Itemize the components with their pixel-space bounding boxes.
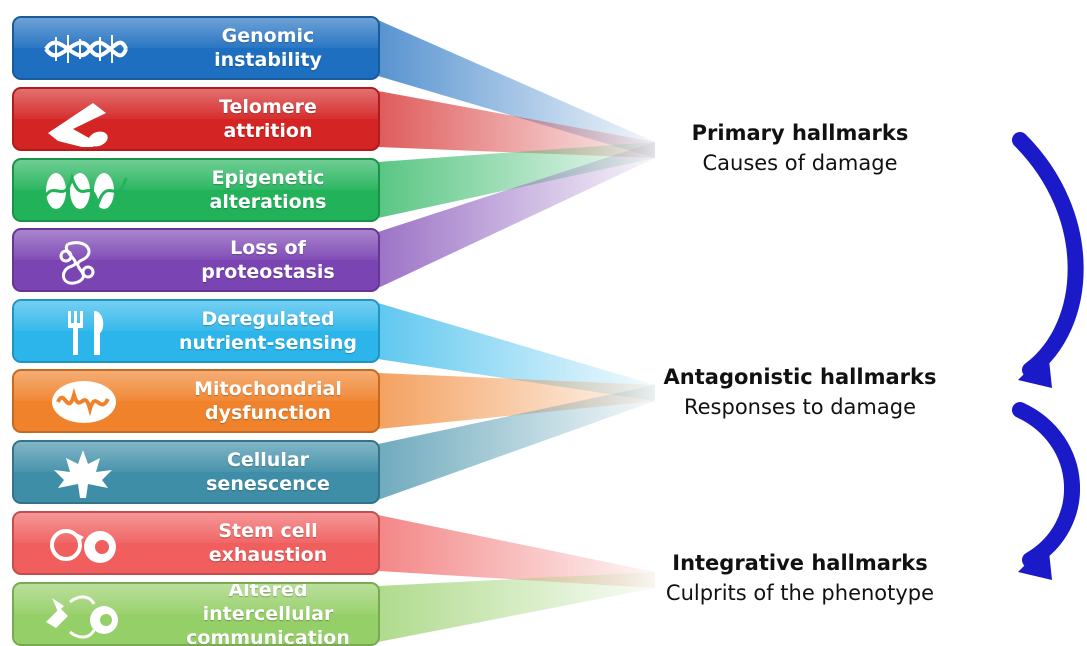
hallmark-label: Loss of proteostasis bbox=[201, 237, 335, 283]
hallmark-label: Stem cell exhaustion bbox=[208, 520, 328, 566]
group-antagonistic-subtitle: Responses to damage bbox=[683, 395, 916, 419]
cell-communication-icon bbox=[46, 595, 118, 639]
maple-leaf-icon bbox=[54, 450, 112, 498]
beam-primary-3 bbox=[378, 142, 655, 218]
nucleosome-icon bbox=[40, 172, 128, 210]
hallmark-label: Altered intercellular communication bbox=[186, 582, 350, 646]
mitochondrion-icon bbox=[52, 381, 116, 423]
beam-antagonistic-6 bbox=[378, 373, 655, 429]
group-primary: Primary hallmarks Causes of damage bbox=[640, 118, 960, 178]
beam-primary-2 bbox=[378, 91, 655, 158]
hallmark-label: Telomere attrition bbox=[219, 96, 317, 142]
arrowhead-antagonistic-to-integrative bbox=[1018, 542, 1052, 580]
curved-arrow-primary-to-antagonistic bbox=[1012, 132, 1084, 378]
group-integrative: Integrative hallmarks Culprits of the ph… bbox=[640, 548, 960, 608]
beam-antagonistic-5 bbox=[378, 303, 655, 401]
beam-integrative-9 bbox=[378, 572, 655, 642]
arrowhead-primary-to-antagonistic bbox=[1018, 350, 1052, 388]
fork-knife-icon bbox=[68, 311, 104, 355]
hallmark-label: Mitochondrial dysfunction bbox=[194, 378, 342, 424]
beam-antagonistic-7 bbox=[378, 385, 655, 500]
beam-integrative-8 bbox=[378, 515, 655, 588]
group-antagonistic-title: Antagonistic hallmarks bbox=[663, 365, 937, 389]
hallmark-label: Cellular senescence bbox=[206, 449, 330, 495]
hallmark-label: Genomic instability bbox=[214, 25, 322, 71]
chromosome-icon bbox=[48, 103, 108, 147]
group-integrative-subtitle: Culprits of the phenotype bbox=[665, 581, 935, 605]
curved-arrow-antagonistic-to-integrative bbox=[1012, 402, 1080, 568]
group-antagonistic: Antagonistic hallmarks Responses to dama… bbox=[640, 362, 960, 422]
hallmark-label: Deregulated nutrient-sensing bbox=[178, 308, 358, 354]
stem-cell-icon bbox=[50, 529, 116, 563]
group-integrative-title: Integrative hallmarks bbox=[672, 551, 928, 575]
protein-structure-icon bbox=[59, 241, 95, 285]
group-primary-subtitle: Causes of damage bbox=[702, 151, 898, 175]
beam-primary-1 bbox=[378, 20, 655, 158]
dna-helix-icon bbox=[44, 35, 128, 63]
hallmark-label: Epigenetic alterations bbox=[209, 167, 327, 213]
group-primary-title: Primary hallmarks bbox=[691, 121, 909, 145]
beam-primary-4 bbox=[378, 142, 655, 288]
